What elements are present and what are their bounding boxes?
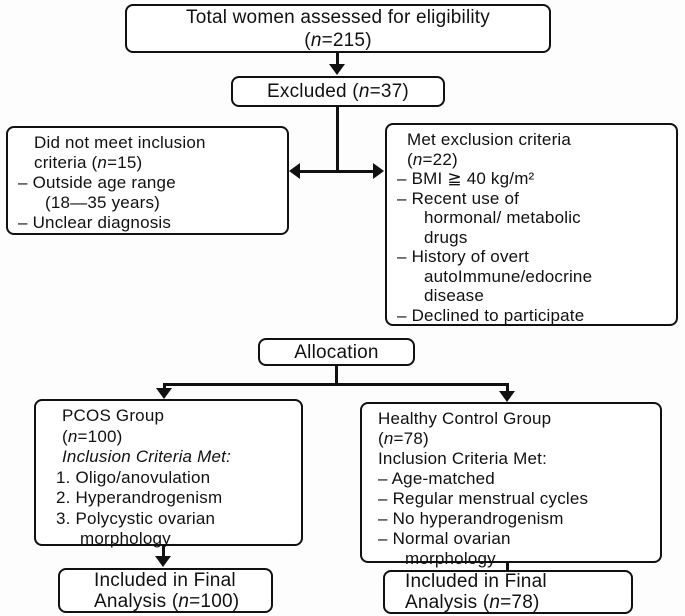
exclusion-bullet-history-line2: autoImmune/edocrine (424, 266, 593, 286)
healthy-bullet-regular-cycles: – Regular menstrual cycles (378, 489, 589, 508)
final-analysis-healthy-box: Included in Final Analysis (n=78) (383, 570, 633, 614)
exclusion-bullet-drugs-line2: hormonal/ metabolic (424, 208, 581, 227)
met-exclusion-box: Met exclusion criteria (n=22) – BMI ≧ 40… (385, 123, 678, 326)
pcos-heading-line2: (n=100) (62, 426, 123, 446)
not-met-bullet-unclear-diagnosis: – Unclear diagnosis (18, 213, 172, 232)
final-pcos-line2: Analysis (n=100) (94, 590, 240, 612)
pcos-group-box: PCOS Group (n=100) Inclusion Criteria Me… (34, 399, 303, 548)
not-met-bullet-age-range-cont: (18—35 years) (45, 193, 161, 212)
connector-excluded-to-split (336, 107, 339, 172)
healthy-control-box: Healthy Control Group (n=78) Inclusion C… (360, 402, 662, 568)
connector-healthy-to-final (506, 562, 509, 571)
exclusion-heading-line2: (n=22) (407, 149, 458, 169)
final-analysis-pcos-box: Included in Final Analysis (n=100) (58, 568, 273, 613)
final-healthy-line2: Analysis (n=78) (405, 592, 540, 613)
arrowhead-right-icon (373, 163, 384, 179)
connector-to-pcos (163, 383, 166, 389)
connector-to-healthy (506, 383, 509, 392)
connector-split-horizontal (298, 170, 376, 173)
not-met-heading-line2: criteria (n=15) (34, 153, 143, 172)
healthy-bullet-no-hyperandrogenism: – No hyperandrogenism (378, 509, 564, 528)
total-assessed-line2: (n=215) (304, 29, 372, 51)
total-assessed-box: Total women assessed for eligibility (n=… (125, 4, 551, 53)
pcos-item-oligo: 1. Oligo/anovulation (56, 467, 211, 487)
arrowhead-down-healthy-icon (499, 391, 515, 402)
connector-total-to-excluded (336, 53, 339, 66)
not-met-bullet-age-range: – Outside age range (18, 173, 176, 192)
pcos-item-hyperandrogenism: 2. Hyperandrogenism (56, 488, 223, 507)
healthy-bullet-morphology-line2: morphology (405, 549, 496, 568)
pcos-subheading: Inclusion Criteria Met: (62, 447, 231, 466)
exclusion-heading-line1: Met exclusion criteria (407, 130, 572, 149)
not-met-heading-line1: Did not meet inclusion (34, 133, 206, 152)
excluded-label: Excluded (n=37) (267, 81, 409, 102)
final-healthy-line1: Included in Final (405, 571, 547, 592)
allocation-box: Allocation (258, 338, 415, 366)
healthy-bullet-morphology-line1: – Normal ovarian (378, 529, 511, 548)
exclusion-bullet-drugs-line1: – Recent use of (397, 188, 520, 208)
arrowhead-down-final-pcos-icon (155, 556, 171, 567)
connector-pcos-to-final (162, 546, 165, 558)
arrowhead-left-icon (289, 163, 300, 179)
arrowhead-down-pcos-icon (156, 388, 172, 399)
pcos-heading-line1: PCOS Group (62, 406, 165, 425)
allocation-label: Allocation (294, 341, 379, 363)
exclusion-bullet-drugs-line3: drugs (424, 227, 468, 247)
exclusion-bullet-declined: – Declined to participate (397, 305, 585, 325)
healthy-heading-line1: Healthy Control Group (378, 409, 552, 428)
exclusion-bullet-history-line1: – History of overt (397, 247, 530, 266)
healthy-heading-line2: (n=78) (378, 429, 429, 448)
exclusion-bullet-history-line3: disease (424, 286, 484, 305)
healthy-subheading: Inclusion Criteria Met: (378, 449, 547, 468)
exclusion-bullet-bmi: – BMI ≧ 40 kg/m² (397, 169, 535, 188)
arrowhead-down-icon (329, 64, 345, 75)
total-assessed-line1: Total women assessed for eligibility (186, 6, 490, 28)
final-pcos-line1: Included in Final (94, 569, 236, 591)
healthy-bullet-age-matched: – Age-matched (378, 469, 495, 488)
connector-allocation-horizontal (163, 383, 509, 386)
connector-allocation-stem (335, 366, 338, 386)
pcos-item-morphology-line2: morphology (80, 529, 171, 548)
pcos-item-morphology-line1: 3. Polycystic ovarian (56, 508, 216, 528)
excluded-box: Excluded (n=37) (231, 76, 445, 107)
not-met-inclusion-box: Did not meet inclusion criteria (n=15) –… (6, 126, 289, 235)
